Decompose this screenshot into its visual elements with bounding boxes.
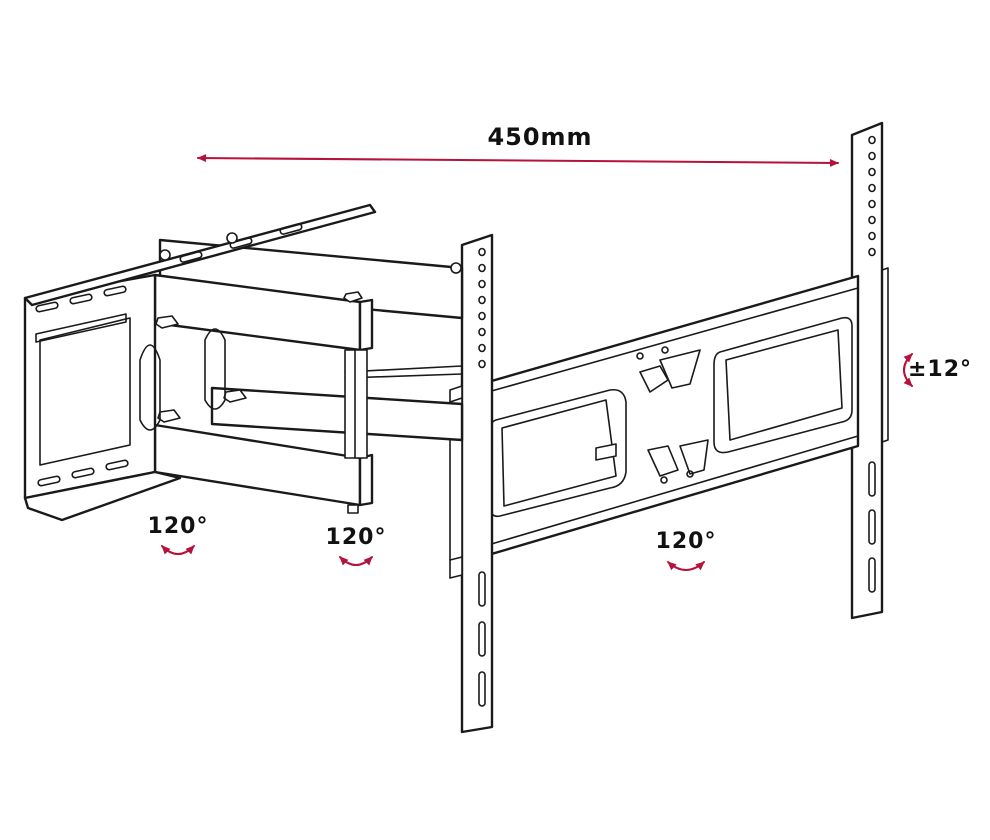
rotation-arrow xyxy=(161,545,195,555)
long-arm-window-right xyxy=(713,316,853,454)
parallel-arms xyxy=(153,238,464,514)
tilt-arrow xyxy=(903,353,913,387)
tilt-indicator: ±12° xyxy=(903,353,972,387)
long-arm xyxy=(486,274,860,557)
dimension-label: 450mm xyxy=(487,123,592,151)
tv-bracket-slots xyxy=(35,223,303,487)
rotation-indicator-arm: 120° xyxy=(326,525,387,566)
center-rail xyxy=(449,233,494,734)
center-rail-holes xyxy=(478,247,486,707)
rotation-label: 120° xyxy=(326,525,387,550)
rear-arm-lower xyxy=(210,386,464,442)
tilt-label: ±12° xyxy=(908,357,972,382)
wall-plate-holes xyxy=(868,135,876,593)
dimension-450mm: 450mm xyxy=(197,123,839,167)
tv-bracket-top-flange xyxy=(23,203,377,307)
dimension-arrow xyxy=(197,154,839,167)
rear-arm-upper xyxy=(158,238,464,320)
tv-bracket xyxy=(23,203,377,522)
rotation-arrow xyxy=(339,556,373,566)
arm-hinge-post xyxy=(344,349,368,459)
tv-bracket-bottom-flange xyxy=(23,470,182,522)
rotation-label: 120° xyxy=(148,514,209,539)
rotation-indicator-wall: 120° xyxy=(656,529,717,571)
rotation-label: 120° xyxy=(656,529,717,554)
front-arm-lower xyxy=(153,423,362,507)
center-rail-body xyxy=(460,233,494,734)
rotation-indicator-bracket: 120° xyxy=(148,514,209,555)
rotation-arrow xyxy=(667,561,705,571)
